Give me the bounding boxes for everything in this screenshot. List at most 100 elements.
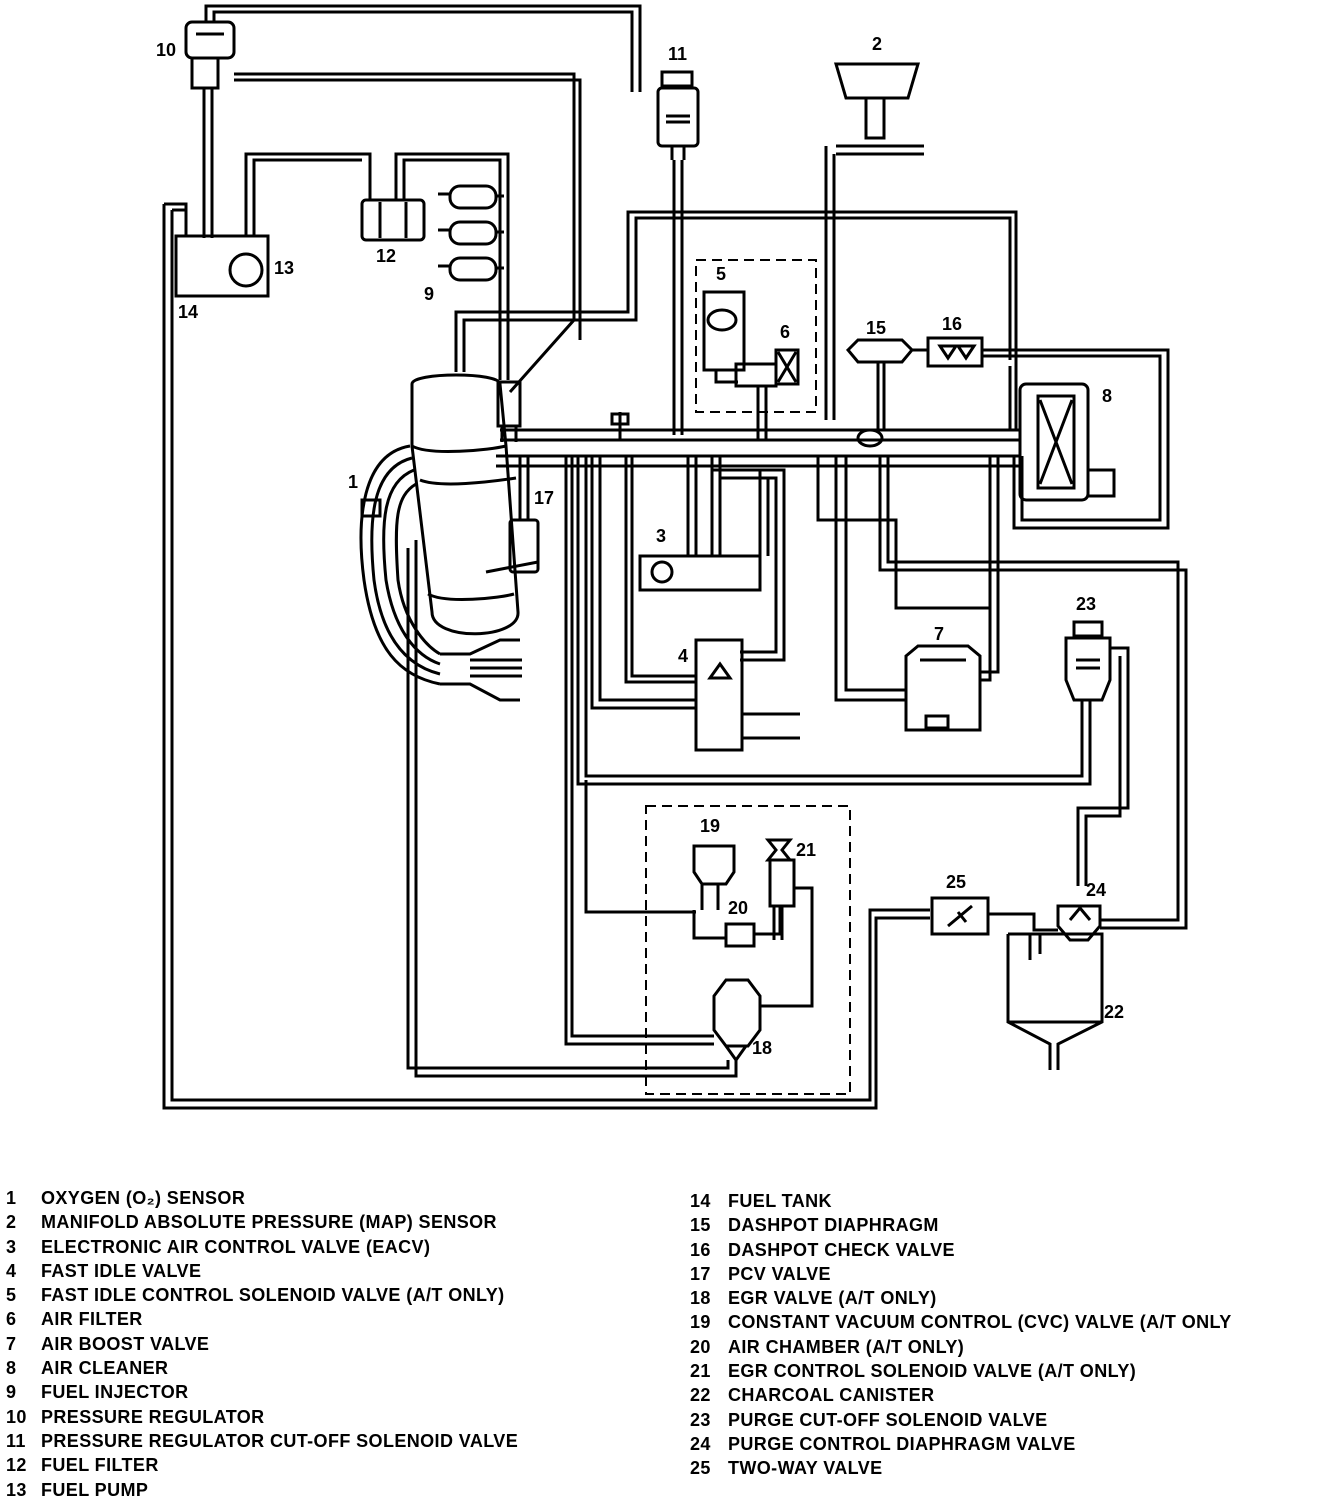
callout-10: 10 [156,40,176,60]
callout-20: 20 [728,898,748,918]
fuel-tank-14 [174,234,270,298]
legend-number: 15 [690,1215,711,1236]
legend-number: 4 [6,1260,17,1281]
callout-17: 17 [534,488,554,508]
air-boost-valve-7 [816,456,1188,930]
callout-13: 13 [274,258,294,278]
legend-text: PCV VALVE [728,1263,831,1284]
callout-3: 3 [656,526,666,546]
legend-text: FUEL PUMP [41,1479,149,1500]
eacv-3 [624,456,786,684]
legend-item: 4 FAST IDLE VALVE [6,1259,518,1283]
callout-24: 24 [1086,880,1106,900]
pcv-valve-17 [485,456,540,574]
fast-idle-solenoid-valve-5 [702,290,778,388]
legend-number: 23 [690,1409,711,1430]
legend-number: 5 [6,1285,17,1306]
legend-text: ELECTRONIC AIR CONTROL VALVE (EACV) [41,1236,431,1257]
callout-9: 9 [424,284,434,304]
legend-number: 7 [6,1333,17,1354]
legend-item: 12 FUEL FILTER [6,1453,518,1477]
legend-text: FUEL FILTER [41,1455,159,1476]
fuel-filter-12 [244,152,510,380]
intake-manifold [410,210,1020,636]
legend-number: 21 [690,1361,711,1382]
legend-text: DASHPOT CHECK VALVE [728,1239,955,1260]
legend-item: 10 PRESSURE REGULATOR [6,1405,518,1429]
callout-2: 2 [872,34,882,54]
legend-item: 16 DASHPOT CHECK VALVE [690,1238,1232,1262]
callout-1: 1 [348,472,358,492]
legend-number: 8 [6,1358,17,1379]
legend-item: 2 MANIFOLD ABSOLUTE PRESSURE (MAP) SENSOR [6,1210,518,1234]
callout-4: 4 [678,646,688,666]
callout-19: 19 [700,816,720,836]
egr-valve-18 [406,456,762,1078]
cvc-valve-19 [692,844,736,910]
callout-16: 16 [942,314,962,334]
legend-number: 24 [690,1433,711,1454]
fuel-lines-top [202,4,642,393]
callout-12: 12 [376,246,396,266]
legend-item: 13 FUEL PUMP [6,1478,518,1502]
legend-text: AIR CLEANER [41,1358,169,1379]
legend-item: 7 AIR BOOST VALVE [6,1332,518,1356]
legend-text: EGR VALVE (A/T ONLY) [728,1288,937,1309]
pressure-regulator-cutoff-solenoid-11 [656,70,700,435]
legend-text: MANIFOLD ABSOLUTE PRESSURE (MAP) SENSOR [41,1212,497,1233]
legend-item: 6 AIR FILTER [6,1307,518,1331]
legend-text: DASHPOT DIAPHRAGM [728,1215,939,1236]
legend-text: OXYGEN (O₂) SENSOR [41,1188,246,1208]
legend-number: 6 [6,1309,17,1330]
legend-number: 19 [690,1312,711,1333]
legend-left: 1 OXYGEN (O₂) SENSOR 2 MANIFOLD ABSOLUTE PR… [6,1186,518,1502]
exhaust-o2-sensor-1 [359,444,522,702]
callout-25: 25 [946,872,966,892]
callout-6: 6 [780,322,790,342]
callout-14: 14 [178,302,198,322]
legend-text: AIR CHAMBER (A/T ONLY) [728,1336,965,1357]
legend-item: 19 CONSTANT VACUUM CONTROL (CVC) VALVE (A… [690,1310,1232,1334]
legend-number: 9 [6,1382,17,1403]
legend-item: 21 EGR CONTROL SOLENOID VALVE (A/T ONLY) [690,1359,1232,1383]
legend-item: 1 OXYGEN (O₂) SENSOR [6,1186,518,1210]
legend-text: FAST IDLE VALVE [41,1260,202,1281]
legend-number: 16 [690,1239,711,1260]
legend-text: PRESSURE REGULATOR [41,1406,265,1427]
fuel-injectors-9 [438,184,504,282]
legend-text: FUEL INJECTOR [41,1382,189,1403]
vacuum-hose-diagram: 10 11 2 13 12 14 9 5 6 15 16 8 1 17 3 23… [156,4,1188,1110]
two-way-valve-25 [930,896,1058,936]
legend-number: 22 [690,1385,711,1406]
legend-text: EGR CONTROL SOLENOID VALVE (A/T ONLY) [728,1361,1137,1382]
callout-7: 7 [934,624,944,644]
callout-23: 23 [1076,594,1096,614]
legend-number: 10 [6,1406,27,1427]
callout-22: 22 [1104,1002,1124,1022]
legend-number: 13 [6,1479,27,1500]
legend-text: CONSTANT VACUUM CONTROL (CVC) VALVE (A/T… [728,1312,1232,1333]
egr-group-18-21 [645,805,851,1095]
air-cleaner-8 [1008,360,1116,502]
callout-8: 8 [1102,386,1112,406]
legend-text: AIR FILTER [41,1309,143,1330]
egr-control-solenoid-21 [760,838,814,1008]
legend-text: PRESSURE REGULATOR CUT-OFF SOLENOID VALV… [41,1430,519,1451]
callout-18: 18 [752,1038,772,1058]
legend-number: 2 [6,1212,17,1233]
legend-text: AIR BOOST VALVE [41,1333,210,1354]
legend-item: 9 FUEL INJECTOR [6,1380,518,1404]
legend-number: 11 [6,1430,26,1451]
legend-number: 12 [6,1455,27,1476]
legend-text: FUEL TANK [728,1191,832,1211]
legend-text: PURGE CUT-OFF SOLENOID VALVE [728,1409,1048,1430]
purge-cutoff-solenoid-23 [576,456,1130,886]
air-filter-6 [756,348,800,440]
legend-number: 1 [6,1188,17,1208]
